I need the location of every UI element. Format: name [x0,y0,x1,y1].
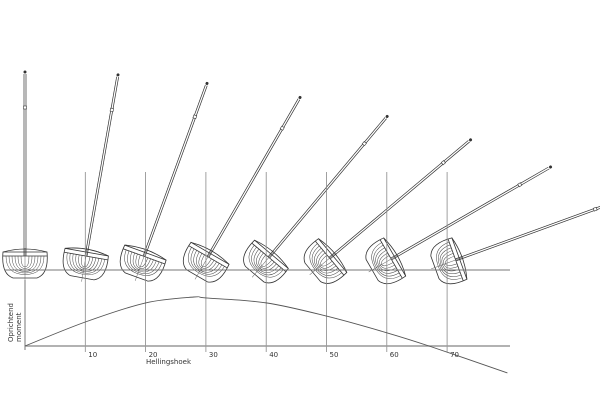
y-axis-label: Oprichtend moment [7,303,23,342]
boat-heel-70 [430,196,600,285]
x-tick-label: 20 [149,351,158,359]
x-axis-label: Hellingshoek [146,358,192,366]
mast [455,196,600,260]
x-tick-label: 30 [209,351,218,359]
y-axis-label-line-2: moment [15,312,23,342]
mast [84,76,118,256]
boat-heel-0 [2,70,48,282]
boat-heel-20 [119,81,209,282]
boat-heel-50 [303,138,473,284]
y-axis-label-line-1: Oprichtend [7,303,15,342]
boat-heel-60 [365,165,553,285]
x-tick-label: 50 [330,351,339,359]
x-tick-labels: 10 20 30 40 50 60 70 [88,351,459,359]
mast [328,140,469,258]
x-tick-label: 70 [450,351,459,359]
x-tick-label: 60 [390,351,399,359]
hull [119,244,167,282]
mast [390,166,549,259]
mast [142,84,206,257]
hull [430,237,468,285]
righting-moment-curve [24,296,508,374]
hull [365,237,407,285]
x-tick-label: 40 [269,351,278,359]
mast [206,98,299,257]
x-tick-label: 10 [88,351,97,359]
hull [303,238,348,284]
heeling-boats [2,70,600,285]
hull [62,247,109,281]
